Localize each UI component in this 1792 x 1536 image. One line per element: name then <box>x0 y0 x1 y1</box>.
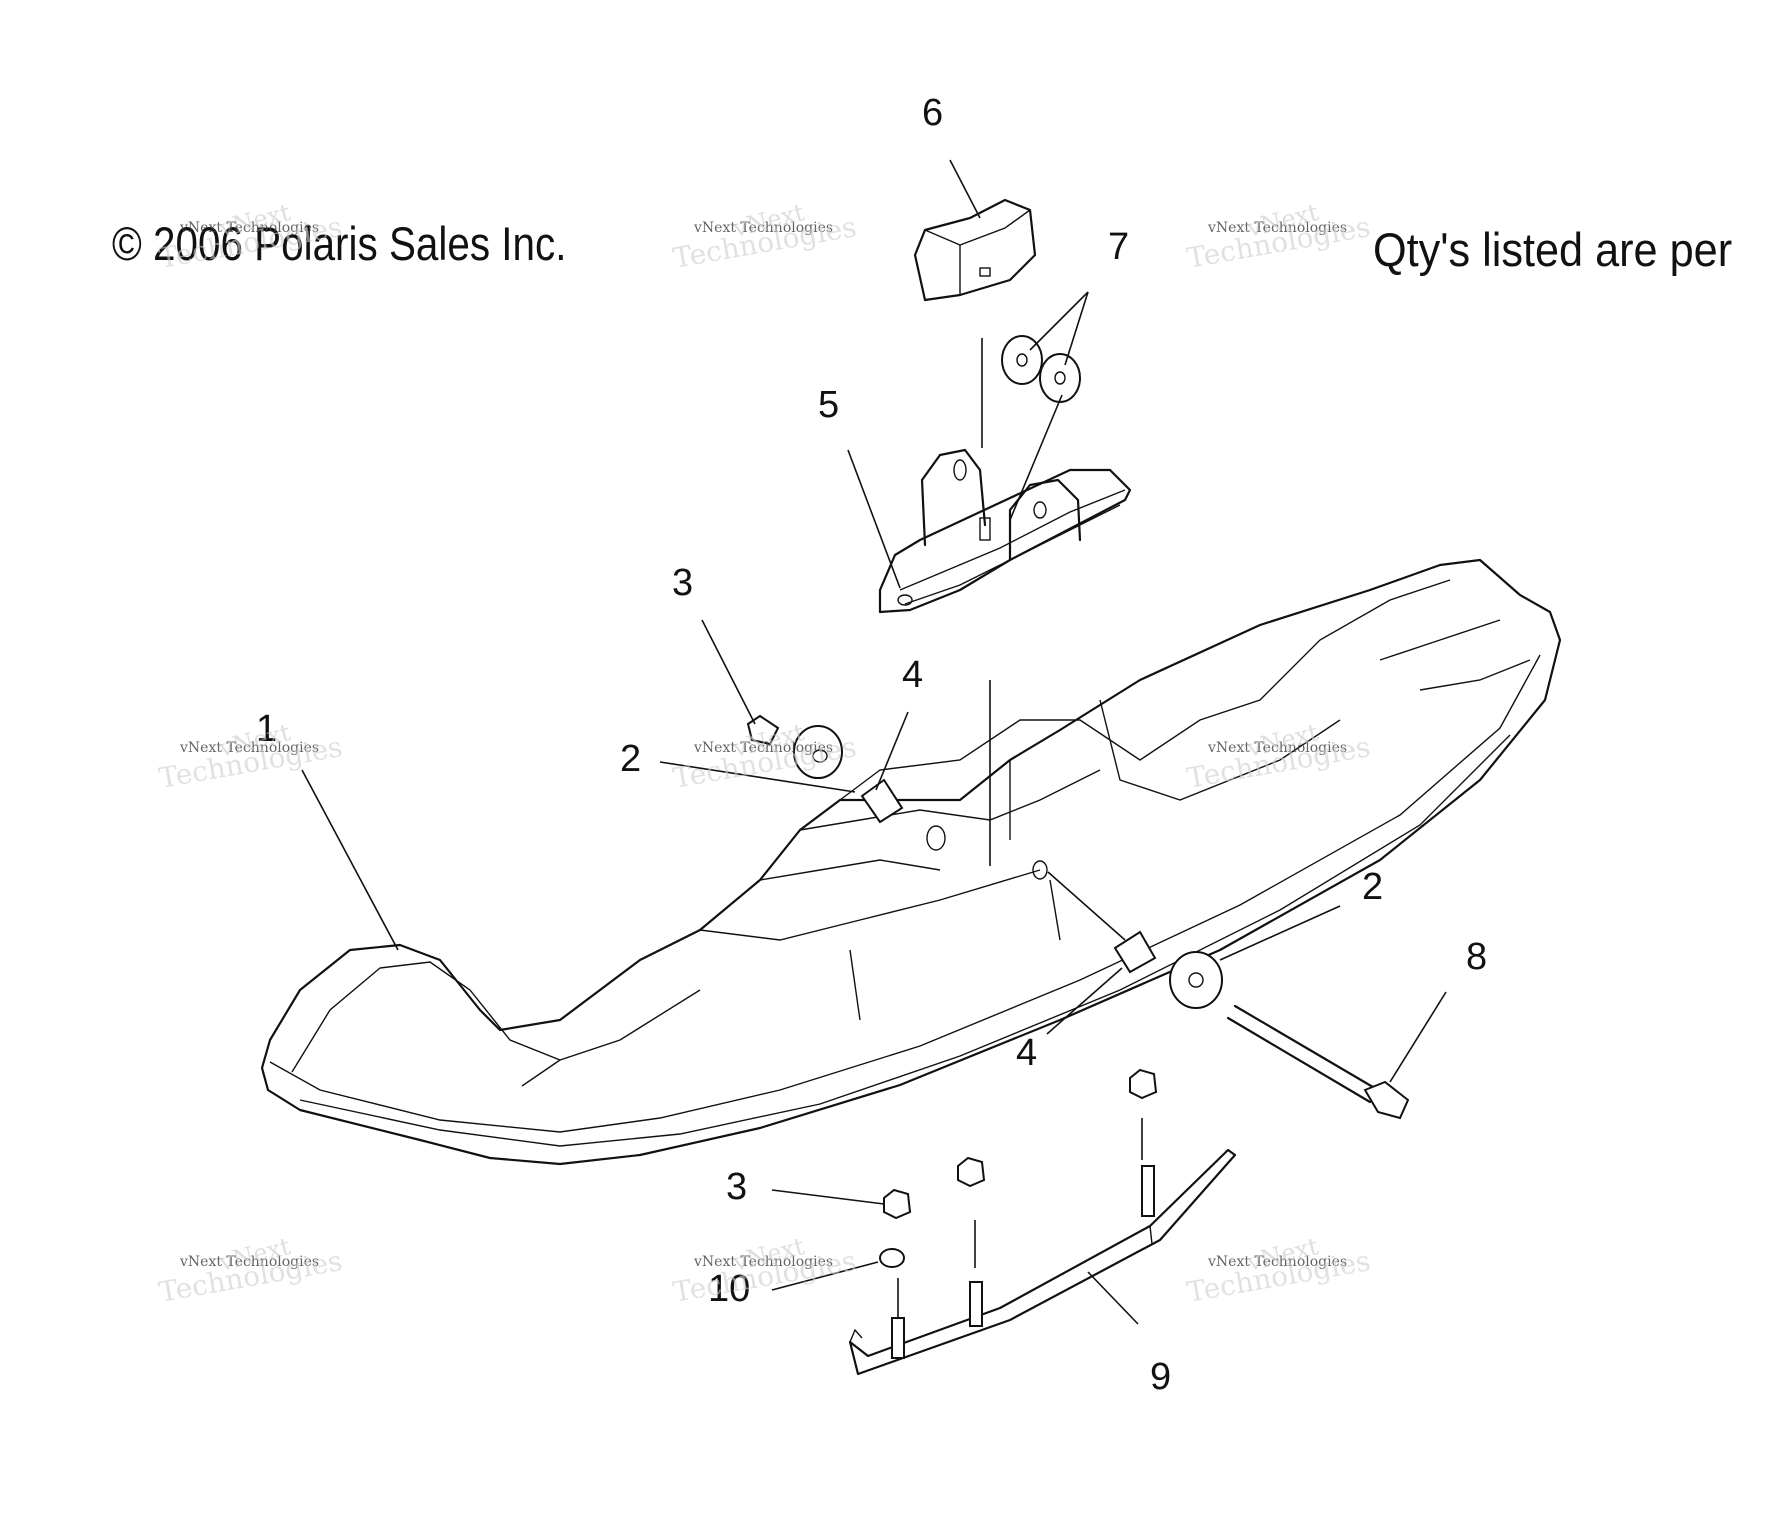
quantity-note: Qty's listed are per <box>1373 223 1733 276</box>
callout-4-lower: 4 <box>1016 1032 1038 1074</box>
callout-9: 9 <box>1150 1356 1172 1398</box>
ski-body <box>260 558 1562 1166</box>
callout-2-lower: 2 <box>1362 866 1384 908</box>
callout-3-lower: 3 <box>726 1166 748 1208</box>
callout-3-upper: 3 <box>672 562 694 604</box>
carbide-runner <box>848 1068 1237 1376</box>
copyright-text: © 2006 Polaris Sales Inc. <box>112 217 567 270</box>
callout-4-upper: 4 <box>902 654 924 696</box>
bushing-lower <box>1113 930 1410 1120</box>
callout-10: 10 <box>708 1268 751 1310</box>
bushing-upper <box>746 714 904 824</box>
callout-6: 6 <box>922 92 944 134</box>
washers-7 <box>1001 335 1081 403</box>
wear-pad <box>913 198 1037 302</box>
callout-5: 5 <box>818 384 840 426</box>
callout-7: 7 <box>1108 226 1130 268</box>
callout-8: 8 <box>1466 936 1488 978</box>
leader-lines <box>301 159 1447 1325</box>
callout-1: 1 <box>256 708 278 750</box>
spindle-bracket <box>878 448 1132 614</box>
callout-2-upper: 2 <box>620 738 642 780</box>
